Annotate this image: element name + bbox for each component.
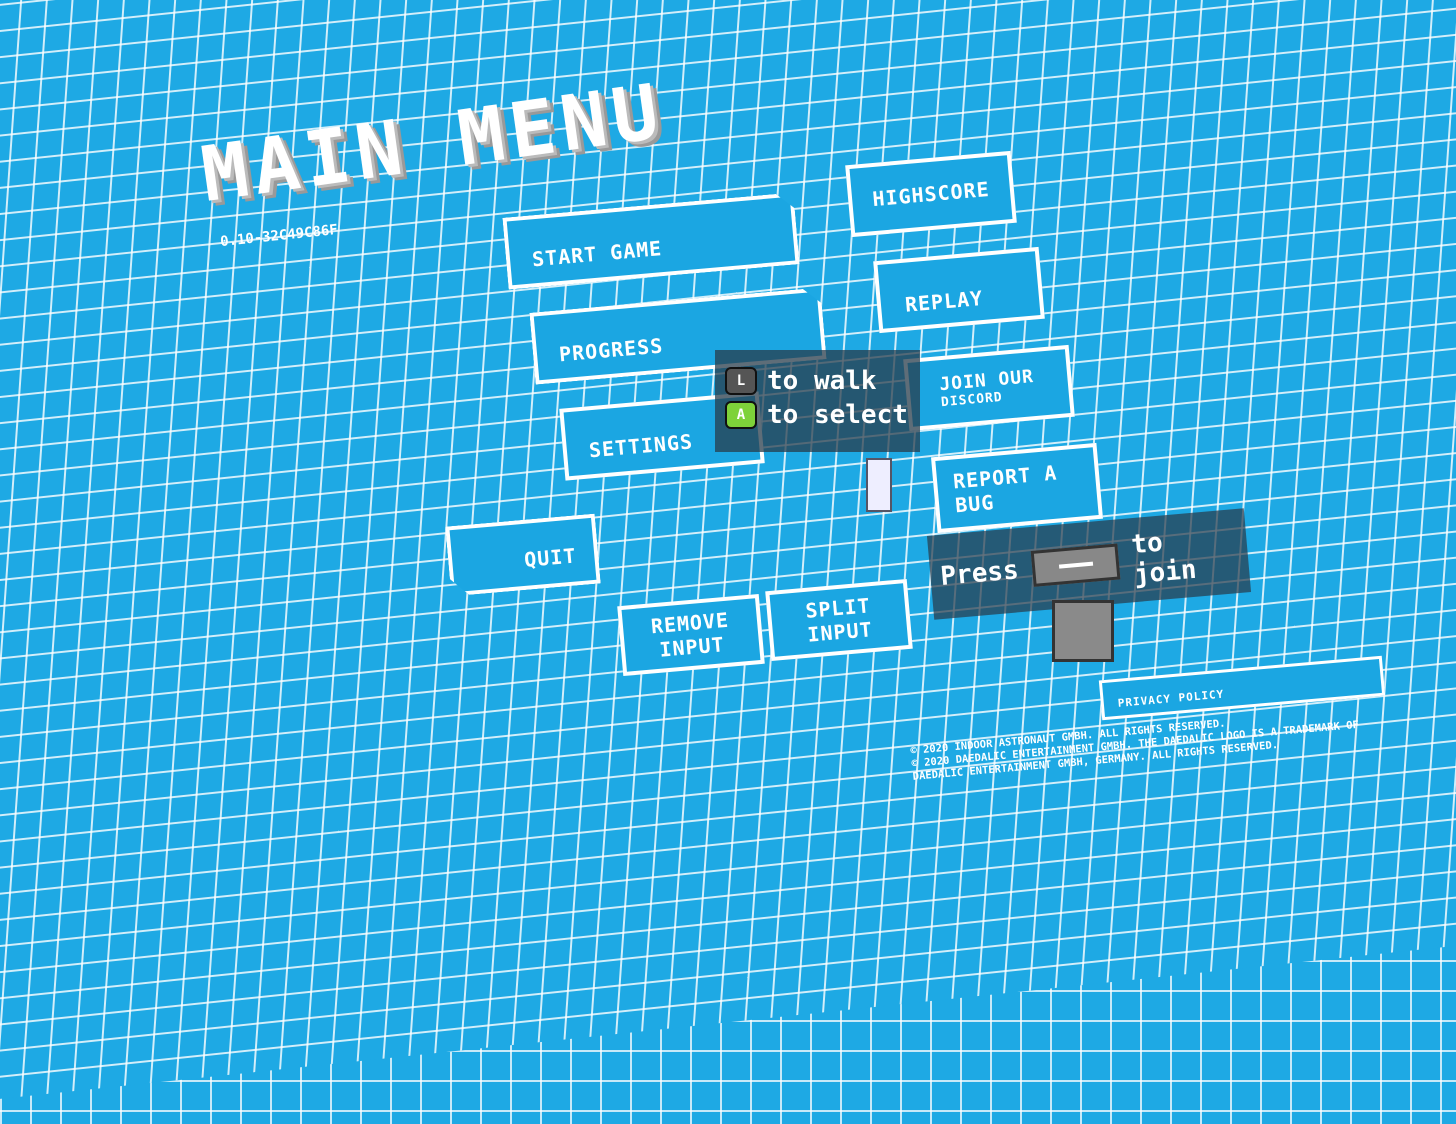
spacebar-key-icon — [1030, 543, 1121, 587]
robot-character — [1052, 600, 1114, 662]
highscore-button[interactable]: HIGHSCORE — [845, 150, 1017, 238]
privacy-policy-label: PRIVACY POLICY — [1117, 687, 1225, 710]
replay-label: REPLAY — [904, 285, 985, 317]
select-hint: to select — [767, 400, 908, 430]
settings-label: SETTINGS — [587, 429, 694, 463]
quit-button[interactable]: QUIT — [445, 514, 601, 597]
a-button-icon: A — [725, 401, 757, 429]
l-stick-icon: L — [725, 367, 757, 395]
replay-button[interactable]: REPLAY — [873, 246, 1045, 334]
press-label: Press — [939, 555, 1020, 592]
highscore-label: HIGHSCORE — [871, 176, 991, 212]
remove-input-label-2: INPUT — [658, 632, 726, 662]
quit-label: QUIT — [523, 543, 578, 572]
player-character — [866, 458, 892, 512]
split-input-label-2: INPUT — [806, 617, 874, 647]
progress-label: PROGRESS — [558, 333, 665, 367]
to-join-label: to join — [1130, 527, 1198, 591]
start-game-label: START GAME — [531, 236, 664, 272]
walk-hint: to walk — [767, 366, 877, 396]
